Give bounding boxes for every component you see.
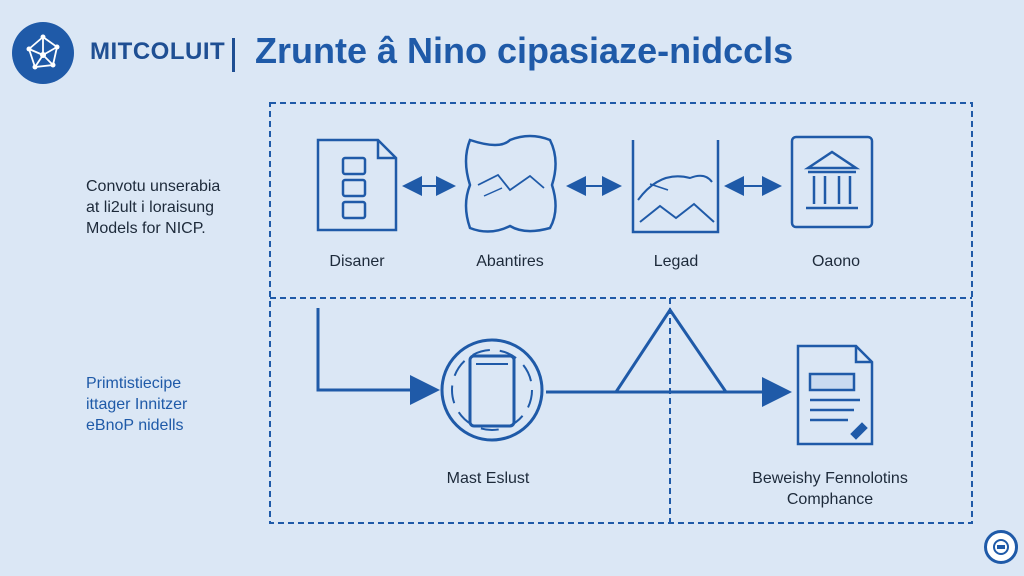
side-description-bottom: Primtistiecipe ittager Innitzer eBnoP ni…	[86, 373, 187, 436]
landscape-icon	[631, 140, 720, 234]
bank-icon	[790, 135, 874, 229]
side-description-top: Convotu unserabia at li2ult i loraisung …	[86, 176, 220, 239]
node-label-compliance-line1: Beweishy Fennolotins	[752, 470, 908, 487]
brand-name: MITCOLUIT	[90, 38, 226, 65]
flow-arrow	[316, 308, 440, 405]
document-icon	[316, 138, 398, 232]
side-top-line: at li2ult i loraisung	[86, 199, 215, 216]
node-label-abantires: Abantires	[476, 253, 544, 270]
badge-icon	[984, 530, 1018, 564]
side-top-line: Models for NICP.	[86, 220, 206, 237]
node-label-legad: Legad	[653, 253, 699, 270]
dashed-frame	[269, 102, 973, 524]
node-label-disaner: Disaner	[329, 253, 385, 270]
node-label-compliance-line2: Comphance	[786, 491, 874, 508]
triangle-shape	[614, 307, 728, 393]
side-top-line: Convotu unserabia	[86, 178, 221, 195]
title-divider	[232, 38, 235, 72]
report-icon	[796, 344, 874, 446]
node-label-oaono: Oaono	[811, 253, 861, 270]
side-bottom-line: Primtistiecipe	[86, 375, 182, 392]
side-bottom-line: eBnoP nidells	[86, 417, 184, 434]
side-bottom-line: ittager Innitzer	[86, 396, 188, 413]
puzzle-map-icon	[464, 134, 557, 233]
node-label-mast-eslust: Mast Eslust	[446, 470, 530, 487]
page-title: Zrunte â Nino cipasiaze-nidccls	[255, 30, 794, 71]
phone-icon	[440, 338, 544, 442]
network-logo-icon	[12, 22, 74, 84]
